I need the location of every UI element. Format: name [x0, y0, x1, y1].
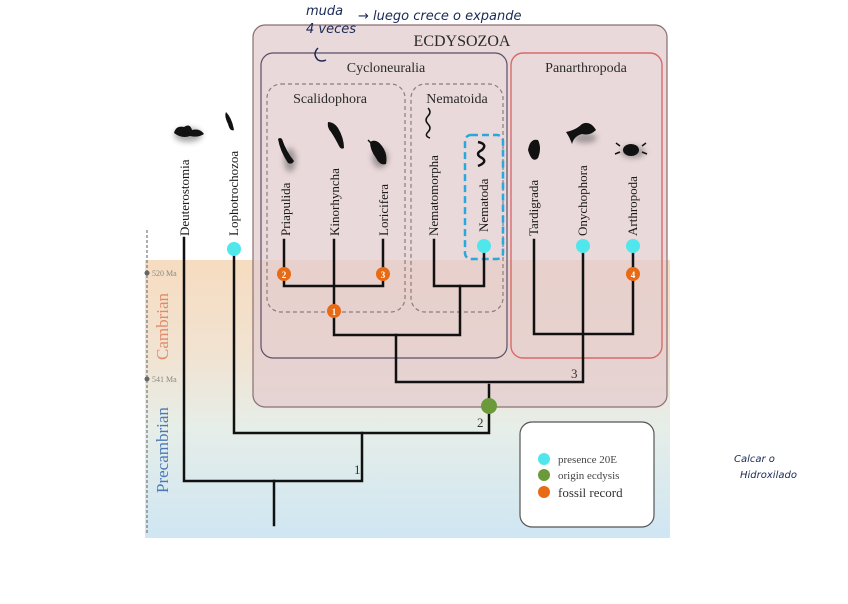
side-note-line2: Hidroxilado: [740, 470, 797, 481]
branch-cycloneuralia: [332, 284, 462, 337]
nematoida-label: Nematoida: [426, 92, 488, 107]
panarthropoda-label: Panarthropoda: [545, 61, 627, 76]
legend-label-origin-ecdysis: origin ecdysis: [558, 470, 619, 482]
fossil-marker-arthropoda: [626, 267, 640, 281]
taxon-label-lophotrochozoa: Lophotrochozoa: [226, 151, 241, 236]
branch-panarthropoda: [532, 238, 635, 336]
legend: presence 20E origin ecdysis fossil recor…: [519, 421, 655, 528]
tick-541-label: 541 Ma: [152, 375, 177, 384]
presence-20e-lophotrochozoa: [227, 242, 241, 256]
fossil-marker-loricifera: [376, 267, 390, 281]
taxon-label-onychophora: Onychophora: [575, 165, 590, 236]
taxon-label-tardigrada: Tardigrada: [526, 180, 541, 236]
precambrian-label: Precambrian: [153, 407, 172, 493]
node-label-2: 2: [477, 415, 484, 430]
nematomorpha-silhouette-icon: [425, 107, 431, 139]
arthropoda-silhouette-icon: [614, 142, 648, 158]
presence-20e-markers: [227, 239, 640, 256]
legend-swatch-presence-20e: [538, 453, 550, 465]
organism-silhouettes: [174, 107, 648, 172]
lophotrochozoa-silhouette-icon: [225, 112, 234, 131]
onychophora-silhouette-icon: [566, 122, 597, 144]
fossil-number-4: 4: [631, 270, 636, 280]
presence-20e-arthropoda: [626, 239, 640, 253]
fossil-number-3: 3: [381, 270, 386, 280]
kinorhyncha-silhouette-icon: [327, 122, 344, 149]
note-curved-arrow-icon: [314, 47, 327, 62]
taxon-label-nematomorpha: Nematomorpha: [426, 155, 441, 236]
cycloneuralia-box: [260, 52, 508, 359]
note-4-veces: 4 veces: [306, 22, 356, 37]
legend-label-fossil-record: fossil record: [558, 485, 623, 500]
taxon-label-loricifera: Loricifera: [376, 184, 391, 236]
note-muda: muda: [306, 4, 343, 19]
side-note-line1: Calcar o: [734, 454, 775, 465]
presence-20e-nematoda: [477, 239, 491, 253]
tick-541-marker: [144, 376, 150, 382]
tick-520-label: 520 Ma: [152, 269, 177, 278]
cycloneuralia-label: Cycloneuralia: [347, 61, 426, 76]
legend-box: [519, 421, 655, 528]
taxon-label-nematoda: Nematoda: [476, 178, 491, 232]
legend-swatch-fossil-record: [538, 486, 550, 498]
note-luego-crece: → luego crece o expande: [358, 9, 521, 24]
node-label-3: 3: [571, 366, 578, 381]
priapulida-silhouette-icon: [278, 138, 296, 172]
taxa-labels: Deuterostomia Lophotrochozoa Priapulida …: [177, 151, 640, 236]
node-label-1: 1: [354, 462, 361, 477]
loricifera-silhouette-icon: [367, 139, 388, 168]
branch-ecdysozoa: [394, 248, 585, 384]
tardigrada-silhouette-icon: [528, 139, 540, 160]
branch-bilateria: [182, 236, 364, 483]
deuterostomia-silhouette-icon: [174, 125, 204, 142]
legend-swatch-origin-ecdysis: [538, 469, 550, 481]
panarthropoda-box: [510, 52, 663, 359]
taxon-label-priapulida: Priapulida: [278, 182, 293, 236]
fossil-marker-priapulida: [277, 267, 291, 281]
fossil-record-markers: 2 3 1 4: [277, 267, 640, 318]
origin-ecdysis-marker: [481, 398, 497, 414]
handwritten-annotations: muda 4 veces → luego crece o expande Cal…: [306, 4, 797, 481]
branch-nematoida: [432, 238, 486, 288]
scalidophora-label: Scalidophora: [293, 92, 368, 107]
ecdysozoa-label: ECDYSOZOA: [414, 33, 511, 50]
fossil-marker-cycloneuralia: [327, 304, 341, 318]
ecdysozoa-box: [252, 24, 668, 408]
nematoda-silhouette-icon: [476, 140, 486, 168]
cambrian-label: Cambrian: [153, 292, 172, 360]
fossil-number-2: 2: [282, 270, 287, 280]
taxon-label-arthropoda: Arthropoda: [625, 176, 640, 236]
legend-label-presence-20e: presence 20E: [558, 454, 617, 466]
presence-20e-onychophora: [576, 239, 590, 253]
taxon-label-kinorhyncha: Kinorhyncha: [327, 168, 342, 236]
tick-520-marker: [144, 270, 150, 276]
taxon-label-deuterostomia: Deuterostomia: [177, 159, 192, 236]
fossil-number-1: 1: [332, 307, 337, 317]
